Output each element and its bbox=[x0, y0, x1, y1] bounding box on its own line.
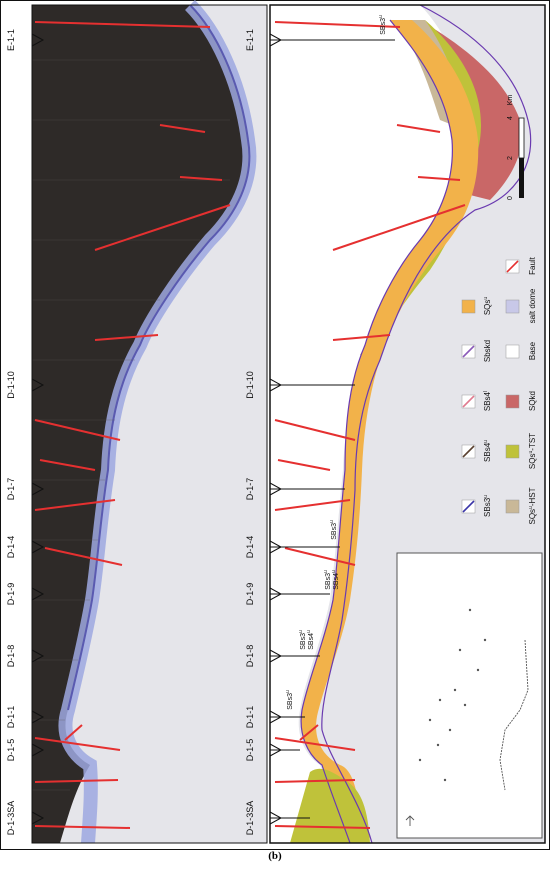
well-label: E-1-1 bbox=[6, 29, 16, 51]
scale-tick: 2 bbox=[507, 156, 514, 160]
seismic-faults bbox=[34, 21, 231, 829]
well-label: D-1-5 bbox=[6, 739, 16, 762]
legend-item-base: Base bbox=[505, 341, 537, 360]
scale-tick: 0 bbox=[507, 196, 514, 200]
well-labels-left: E-1-1 D-1-10 D-1-7 D-1-4 D-1-9 D-1-8 D-1… bbox=[6, 29, 16, 835]
svg-text:Base: Base bbox=[528, 341, 537, 360]
seismic-halo-inner bbox=[67, 4, 251, 711]
legend-item-sbs3u: SBs3u bbox=[461, 495, 492, 517]
seismic-panel bbox=[31, 0, 268, 844]
well-label: D-1-4 bbox=[245, 536, 255, 559]
horizon-label: SBs3u bbox=[329, 520, 338, 540]
scale-bar: 4 2 0 Km bbox=[507, 95, 525, 200]
legend-item-sqs: SQsu bbox=[461, 297, 492, 316]
well-trajectories bbox=[270, 39, 395, 819]
well-label: D-1-5 bbox=[245, 739, 255, 762]
well-label: E-1-1 bbox=[245, 29, 255, 51]
well-label: D-1-8 bbox=[6, 645, 16, 668]
well-markers bbox=[31, 33, 283, 825]
sqs-u-unit bbox=[301, 20, 479, 843]
svg-text:SQsu-TST: SQsu-TST bbox=[528, 433, 537, 469]
svg-text:Sbskd: Sbskd bbox=[483, 340, 492, 362]
inset-map bbox=[396, 552, 543, 839]
legend-item-sbskd: Sbskd bbox=[461, 340, 492, 362]
legend-item-sbs4l: SBs4l bbox=[461, 391, 492, 411]
well-label: D-1-9 bbox=[245, 583, 255, 606]
seismic-reflectors bbox=[32, 59, 230, 791]
well-label: D-1-7 bbox=[245, 478, 255, 501]
horizon-label: SBs3u bbox=[378, 15, 387, 35]
horizon-label: SBs3u bbox=[285, 690, 294, 710]
horizon-label: SBs3u bbox=[323, 570, 332, 590]
horizon-label: SBs4u bbox=[306, 630, 315, 650]
svg-text:SQsu: SQsu bbox=[483, 297, 492, 316]
legend-item-fault: Fault bbox=[505, 256, 537, 275]
horizon-labels: SBs3u SBs3u SBs3u SBs4u SBs3u SBs4u SBs3… bbox=[285, 15, 387, 710]
svg-text:SBs4u: SBs4u bbox=[483, 440, 492, 462]
svg-text:Fault: Fault bbox=[528, 256, 537, 275]
legend-item-sqs-tst: SQsu-TST bbox=[505, 433, 537, 469]
sqs-lower-unit bbox=[290, 768, 370, 843]
outer-envelope bbox=[321, 4, 532, 844]
well-label: D-1-4 bbox=[6, 536, 16, 559]
interpretation-faults bbox=[274, 21, 466, 829]
svg-text:SBs3u: SBs3u bbox=[483, 495, 492, 517]
well-label: D-1-10 bbox=[6, 371, 16, 399]
north-arrow bbox=[405, 815, 415, 826]
svg-text:salt dome: salt dome bbox=[528, 288, 537, 323]
legend-item-sqkd: SQkd bbox=[505, 391, 537, 411]
scale-tick: 4 bbox=[507, 116, 514, 120]
seismic-dark-body bbox=[32, 5, 250, 843]
well-label: D-1-10 bbox=[245, 371, 255, 399]
well-label: D-1-3SA bbox=[6, 801, 16, 836]
inset-well-dots bbox=[418, 608, 487, 782]
well-label: D-1-7 bbox=[6, 478, 16, 501]
sbskd-contact bbox=[300, 19, 453, 844]
svg-text:SBs4l: SBs4l bbox=[483, 391, 492, 411]
svg-text:SQsu-HST: SQsu-HST bbox=[528, 487, 537, 524]
well-labels-right: E-1-1 D-1-10 D-1-7 D-1-4 D-1-9 D-1-8 D-1… bbox=[245, 29, 255, 835]
well-label: D-1-1 bbox=[6, 706, 16, 729]
well-label: D-1-3SA bbox=[245, 801, 255, 836]
scale-unit: Km bbox=[507, 95, 514, 106]
figure-caption: (b) bbox=[268, 850, 282, 862]
well-label: D-1-9 bbox=[6, 583, 16, 606]
well-label: D-1-8 bbox=[245, 645, 255, 668]
inset-profile-line bbox=[499, 639, 529, 791]
legend: SBs3u SBs4u SBs4l Sbskd SQsu SQsu-HST bbox=[461, 256, 537, 525]
svg-text:SQkd: SQkd bbox=[528, 391, 537, 411]
horizon-label: SBs4u bbox=[331, 570, 340, 590]
base-region bbox=[270, 5, 480, 843]
legend-item-sbs4u: SBs4u bbox=[461, 440, 492, 462]
legend-item-salt-dome: salt dome bbox=[505, 288, 537, 323]
well-label: D-1-1 bbox=[245, 706, 255, 729]
legend-item-sqs-hst: SQsu-HST bbox=[505, 487, 537, 525]
horizon-label: SBs3u bbox=[298, 630, 307, 650]
